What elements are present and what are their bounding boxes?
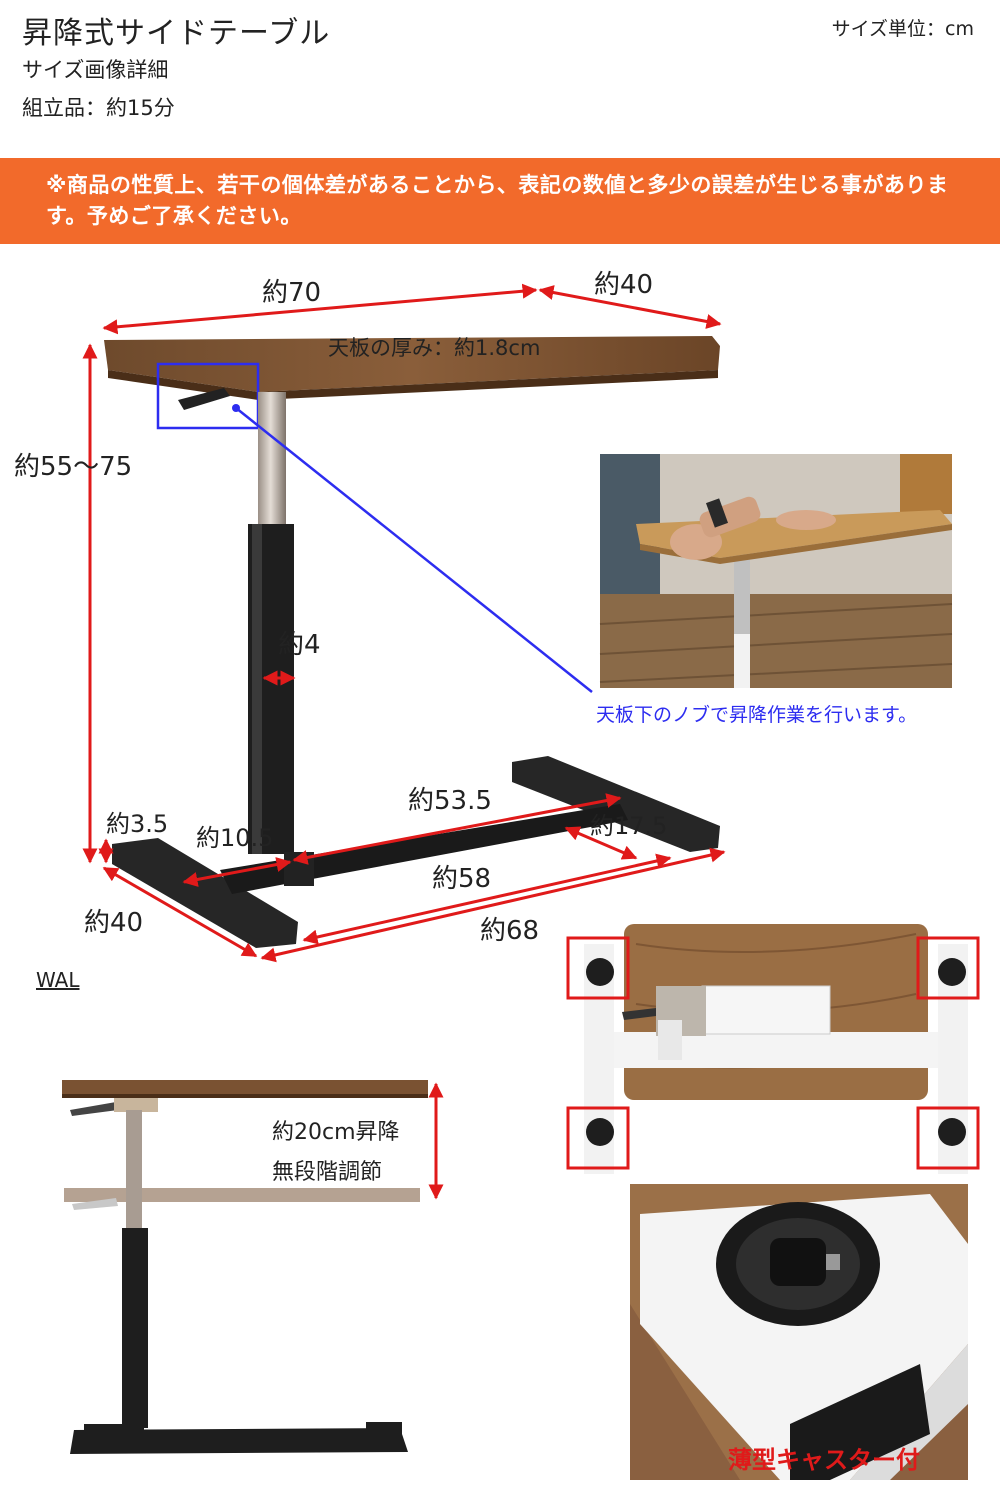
dim-height: 約55〜75 bbox=[14, 452, 133, 482]
dim-base-depth: 約40 bbox=[84, 908, 144, 938]
page-title: 昇降式サイドテーブル bbox=[22, 16, 331, 51]
notice-text: ※商品の性質上、若干の個体差があることから、表記の数値と多少の誤差が生じる事があ… bbox=[46, 173, 949, 228]
dim-base-height: 約3.5 bbox=[106, 810, 169, 838]
color-name: WAL bbox=[36, 968, 80, 992]
pole-chrome bbox=[258, 392, 286, 524]
usage-photo bbox=[599, 454, 953, 688]
dim-foot-front: 約10.5 bbox=[196, 824, 274, 852]
lift-range: 約20cm昇降 bbox=[272, 1120, 400, 1145]
dim-bar: 約53.5 bbox=[408, 786, 492, 816]
assembly-time: 組立品：約15分 bbox=[22, 96, 175, 120]
dim-thickness: 天板の厚み：約1.8cm bbox=[328, 336, 541, 360]
dimension-arrows bbox=[82, 283, 726, 963]
notice-banner: ※商品の性質上、若干の個体差があることから、表記の数値と多少の誤差が生じる事があ… bbox=[0, 158, 1000, 244]
dim-base-inner: 約58 bbox=[432, 864, 492, 894]
photo-caption: 天板下のノブで昇降作業を行います。 bbox=[596, 704, 918, 726]
size-unit: サイズ単位：cm bbox=[831, 18, 974, 40]
lift-stepless: 無段階調節 bbox=[272, 1160, 383, 1185]
dim-depth: 約40 bbox=[594, 270, 654, 300]
dim-foot-back: 約17.5 bbox=[590, 812, 668, 840]
height-lever bbox=[178, 388, 230, 410]
caster-closeup bbox=[630, 1184, 968, 1480]
dim-width: 約70 bbox=[262, 278, 322, 308]
callout-line bbox=[235, 407, 593, 693]
lift-illustration bbox=[62, 1080, 444, 1454]
dim-base-total: 約68 bbox=[480, 916, 540, 946]
subtitle: サイズ画像詳細 bbox=[22, 58, 169, 82]
dim-pole: 約4 bbox=[278, 630, 321, 660]
caster-label: 薄型キャスター付 bbox=[728, 1446, 920, 1474]
underside-photo bbox=[566, 924, 980, 1174]
